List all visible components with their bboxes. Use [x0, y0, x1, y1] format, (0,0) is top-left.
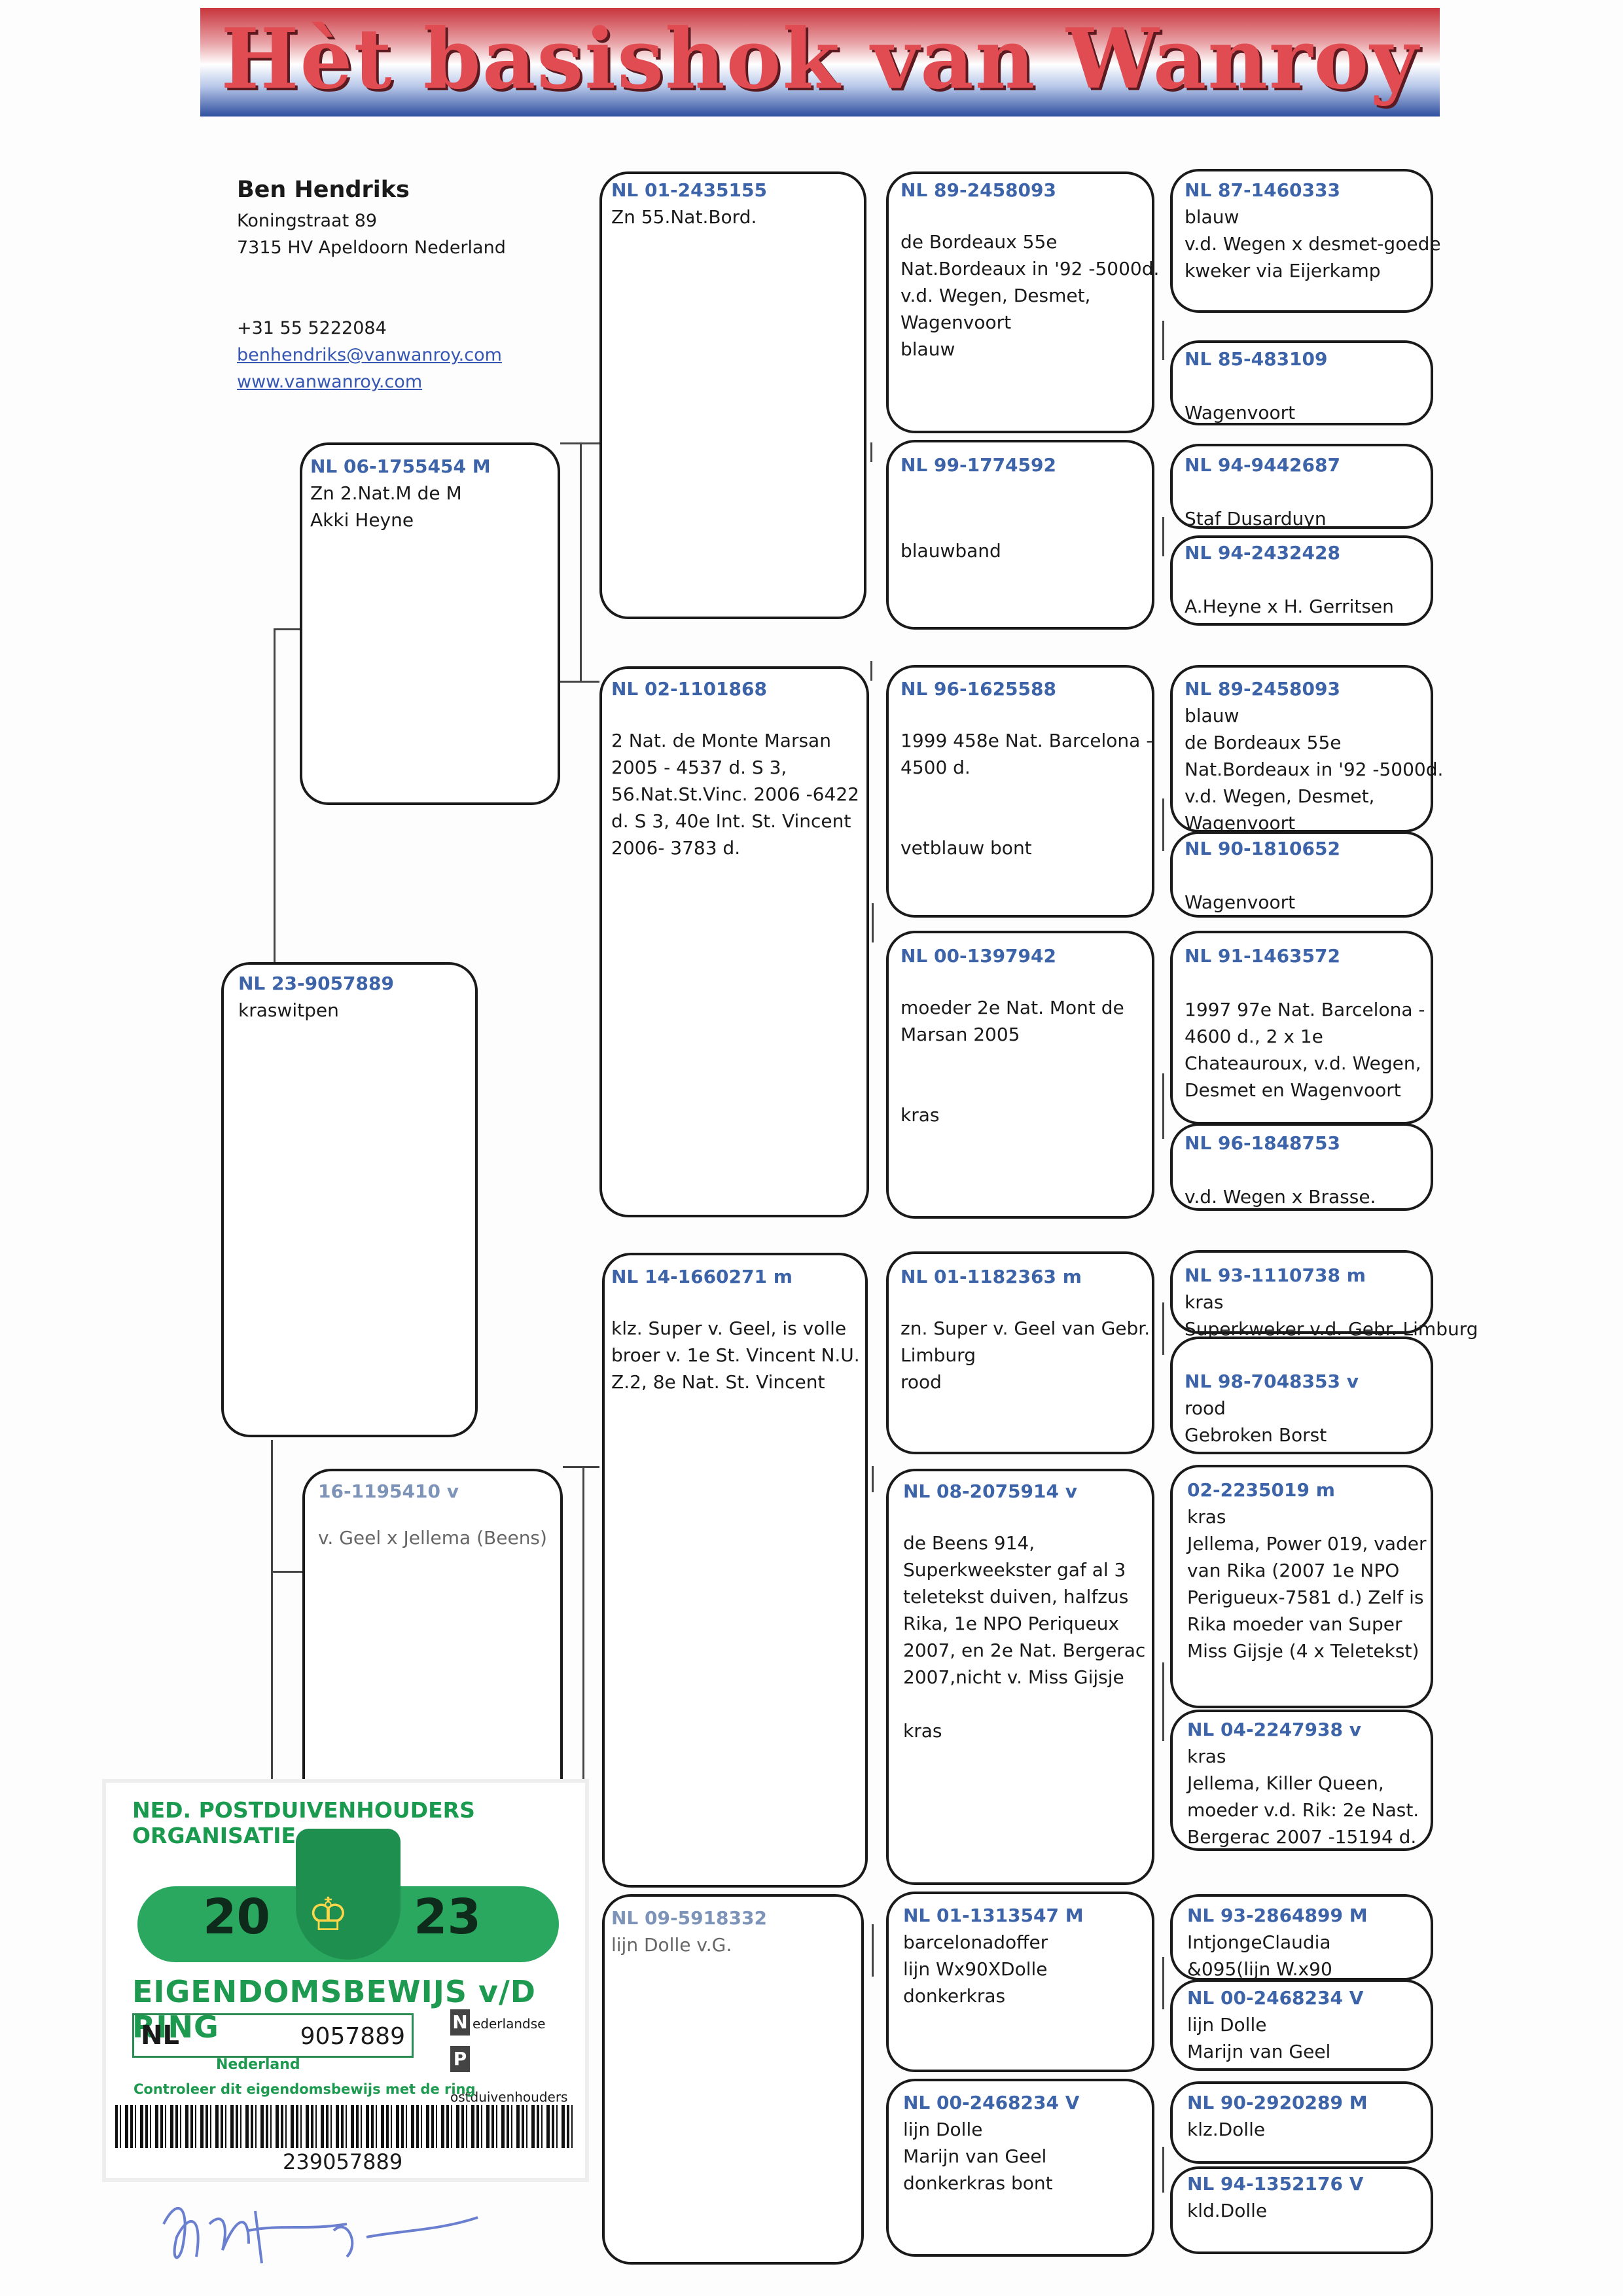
barcode: [115, 2105, 576, 2148]
pedigree-box-g12: [1170, 1710, 1433, 1851]
pedigree-box-sdd: [886, 931, 1154, 1219]
pedigree-box-g6: [1170, 831, 1433, 918]
pedigree-box-dss: [886, 1251, 1154, 1454]
pedigree-box-ss: [599, 171, 866, 619]
pedigree-box-ds: [602, 1253, 868, 1888]
banner-title: Hèt basishok van Wanroy: [221, 10, 1419, 107]
pedigree-box-ssd: [886, 440, 1154, 630]
pedigree-box-g5: [1170, 665, 1433, 833]
pedigree-box-sd: [599, 666, 869, 1217]
pedigree-box-sds: [886, 665, 1154, 918]
pedigree-box-g2: [1170, 340, 1433, 425]
pedigree-box-sss: [886, 171, 1154, 433]
handwritten-signature: [162, 2207, 478, 2264]
breeder-street: Koningstraat 89: [237, 211, 378, 231]
stamp-ring-box: NL 9057889: [132, 2013, 414, 2058]
breeder-name: Ben Hendriks: [237, 177, 410, 203]
stamp-title: EIGENDOMSBEWIJS v/D RING: [132, 1974, 536, 2045]
stamp-header: NED. POSTDUIVENHOUDERS ORGANISATIE: [132, 1797, 475, 1848]
stamp-ring-number: 9057889: [300, 2023, 405, 2050]
pedigree-box-g9: [1170, 1250, 1433, 1334]
pedigree-entry-g7: NL 91-1463572 1997 97e Nat. Barcelona - …: [1185, 945, 1425, 1101]
stamp-country-code: NL: [141, 2020, 179, 2051]
breeder-contact: Ben Hendriks Koningstraat 89 7315 HV Ape…: [237, 177, 506, 395]
pedigree-box-g4: [1170, 535, 1433, 626]
pedigree-box-g1: [1170, 169, 1433, 313]
pedigree-box-subject: [221, 962, 478, 1437]
pedigree-entry-g4: NL 94-2432428 A.Heyne x H. Gerritsen: [1185, 542, 1394, 617]
pedigree-entry-g6: NL 90-1810652 Wagenvoort: [1185, 838, 1340, 913]
pedigree-box-g15: [1170, 2081, 1433, 2164]
pedigree-box-g10: [1170, 1336, 1433, 1454]
header-banner: Hèt basishok van Wanroy: [200, 8, 1440, 117]
breeder-website-link[interactable]: www.vanwanroy.com: [237, 372, 423, 392]
pedigree-entry-g3: NL 94-9442687 Staf Dusarduyn: [1185, 454, 1340, 529]
pedigree-entry-g2: NL 85-483109 Wagenvoort: [1185, 348, 1328, 423]
stamp-year-right: 23: [414, 1889, 481, 1945]
pedigree-box-g3: [1170, 444, 1433, 529]
stamp-year-left: 20: [203, 1889, 270, 1945]
lion-shield-icon: ♔: [296, 1829, 401, 1960]
breeder-phone: +31 55 5222084: [237, 318, 387, 338]
pedigree-box-g11: [1170, 1465, 1433, 1708]
stamp-control-note: Controleer dit eigendomsbewijs met de ri…: [134, 2081, 476, 2097]
pedigree-box-ddd: [886, 2079, 1154, 2257]
barcode-number: 239057889: [283, 2149, 403, 2174]
breeder-email-link[interactable]: benhendriks@vanwanroy.com: [237, 345, 502, 365]
ownership-certificate-stamp: NED. POSTDUIVENHOUDERS ORGANISATIE 20 23…: [106, 1783, 585, 2178]
stamp-country: Nederland: [216, 2056, 300, 2073]
pedigree-box-dd: [602, 1894, 864, 2265]
pedigree-box-dsd: [886, 1469, 1154, 1885]
pedigree-box-dds: [886, 1892, 1154, 2072]
pedigree-box-g16: [1170, 2166, 1433, 2254]
breeder-city: 7315 HV Apeldoorn Nederland: [237, 238, 506, 258]
pedigree-box-g8: [1170, 1123, 1433, 1211]
pedigree-entry-g8: NL 96-1848753 v.d. Wegen x Brasse.: [1185, 1132, 1376, 1208]
pedigree-box-g14: [1170, 1979, 1433, 2071]
pedigree-box-sire: [300, 442, 560, 805]
